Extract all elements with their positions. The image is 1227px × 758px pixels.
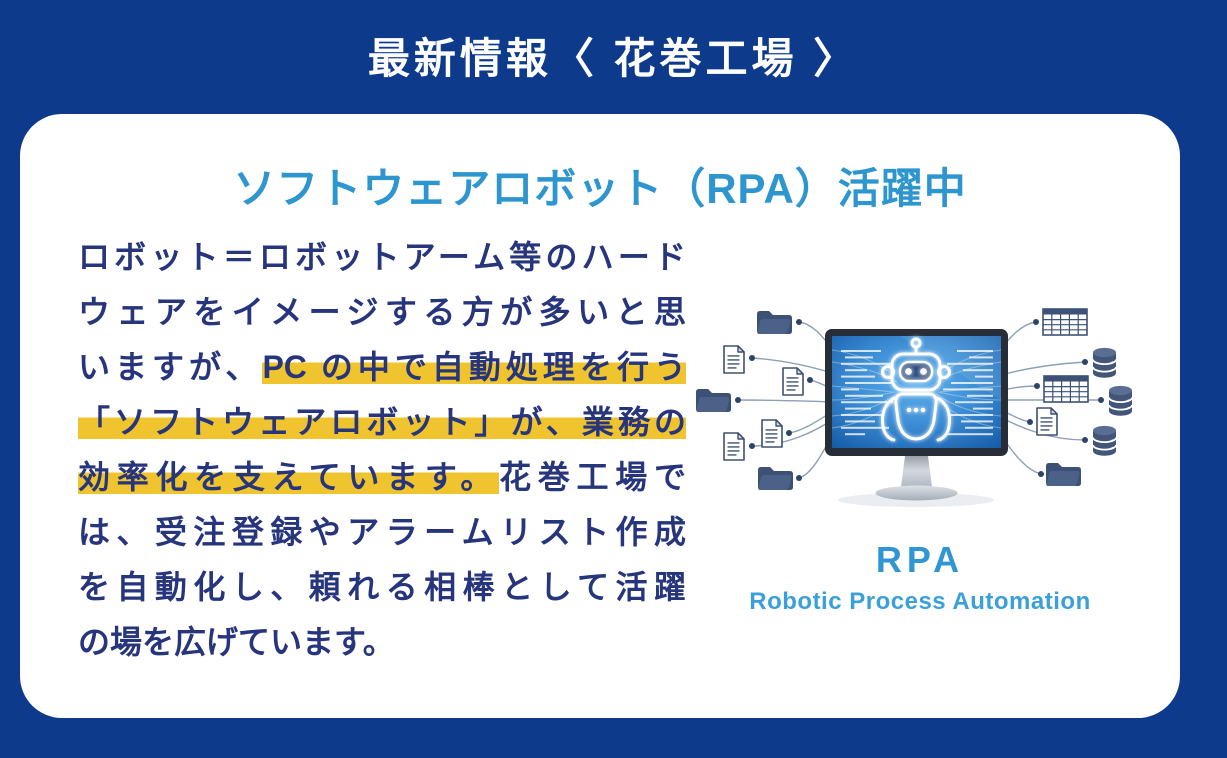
body-text-highlight: 「ソフトウェアロボット」が、業務の: [78, 404, 686, 440]
body-text-segment: ロボット＝ロボットアーム等のハード: [78, 239, 686, 275]
database-icon: [1092, 346, 1117, 379]
folder-icon: [1046, 463, 1081, 486]
body-text: ロボット＝ロボットアーム等のハードウェアをイメージする方が多いと思いますが、PC…: [78, 230, 686, 670]
rpa-illustration: [696, 308, 1133, 507]
body-text-segment: の場を広げています。: [78, 624, 395, 660]
connector-dots: [735, 319, 1104, 481]
body-line: ロボット＝ロボットアーム等のハード: [78, 230, 686, 285]
page-title: 最新情報〈 花巻工場 〉: [367, 35, 860, 82]
body-text-segment: 花巻工場で: [499, 459, 686, 495]
document-icon: [761, 419, 783, 448]
folder-icon: [696, 389, 731, 412]
rpa-caption: RPA: [875, 539, 965, 580]
spreadsheet-icon: [1043, 375, 1089, 403]
body-line: 「ソフトウェアロボット」が、業務の: [78, 395, 686, 450]
code-lines: [841, 350, 993, 436]
body-text-segment: を自動化し、頼れる相棒として活躍: [78, 569, 686, 605]
body-line: は、受注登録やアラームリスト作成: [78, 505, 686, 560]
robot-icon: [881, 337, 951, 442]
body-text-segment: は、受注登録やアラームリスト作成: [78, 514, 686, 550]
body-line: 効率化を支えています。花巻工場で: [78, 450, 686, 505]
body-text-segment: いますが、: [78, 349, 263, 385]
database-icon: [1108, 384, 1133, 417]
data-streams: [831, 349, 1002, 429]
document-icon: [782, 367, 804, 396]
card-heading: ソフトウェアロボット（RPA）活躍中: [233, 165, 967, 212]
folder-icon: [758, 467, 793, 490]
document-icon: [723, 345, 745, 374]
body-line: ウェアをイメージする方が多いと思: [78, 285, 686, 340]
body-text-highlight: 効率化を支えています。: [78, 459, 500, 495]
document-icon: [723, 432, 745, 461]
spreadsheet-icon: [1042, 308, 1088, 336]
body-line: いますが、PC の中で自動処理を行う: [78, 340, 686, 395]
body-text-highlight: PC の中で自動処理を行う: [262, 349, 686, 385]
rpa-subcaption: Robotic Process Automation: [749, 588, 1091, 615]
document-icon: [1036, 407, 1058, 436]
body-text-segment: ウェアをイメージする方が多いと思: [78, 294, 686, 330]
body-line: を自動化し、頼れる相棒として活躍: [78, 560, 686, 615]
database-icon: [1092, 424, 1117, 457]
body-line: の場を広げています。: [78, 615, 686, 670]
folder-icon: [757, 311, 792, 334]
monitor: [825, 329, 1008, 507]
